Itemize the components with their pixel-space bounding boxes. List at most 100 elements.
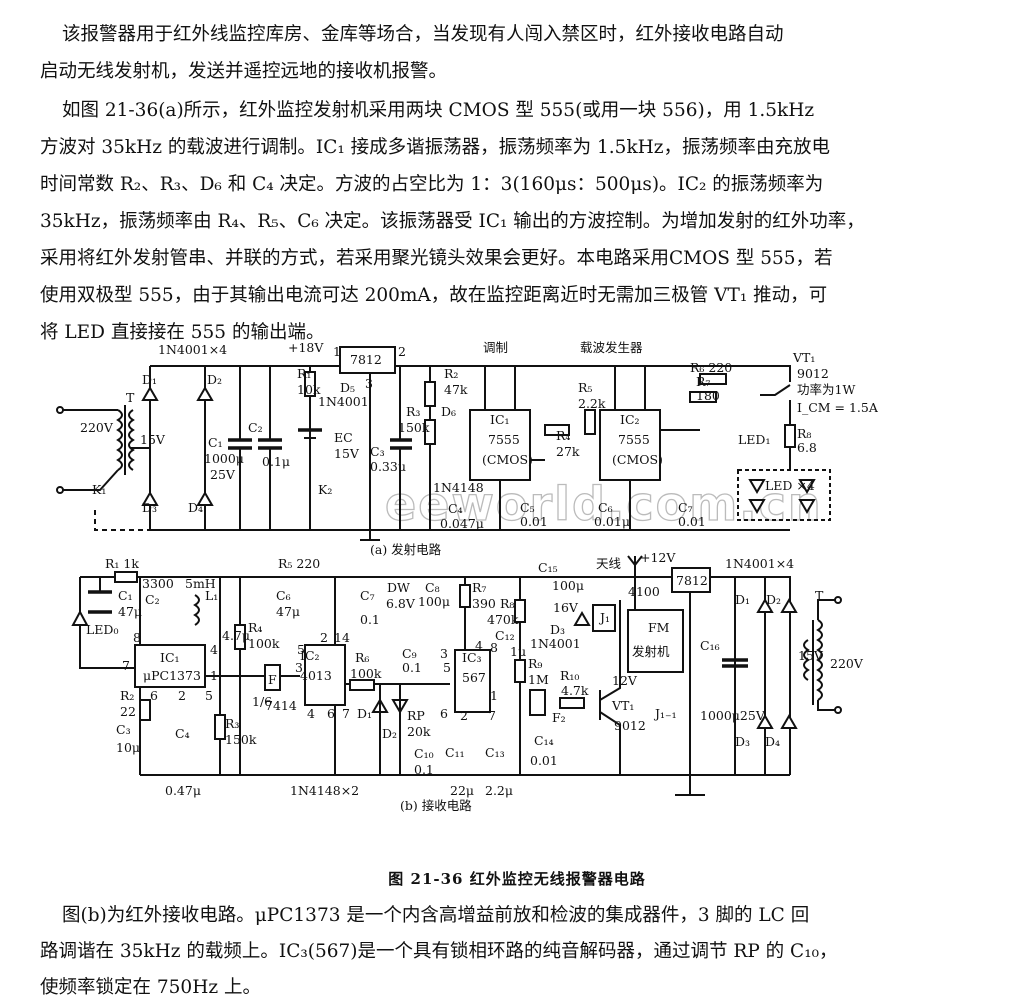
component-label: R₃ xyxy=(225,716,239,731)
transmitter-paragraph: 如图 21-36(a)所示，红外监控发射机采用两块 CMOS 型 555(或用一… xyxy=(40,92,1020,351)
component-label: C₁₃ xyxy=(485,745,505,760)
component-label: 2 xyxy=(178,688,186,703)
component-label: 25V xyxy=(210,467,236,482)
component-label: 功率为1W xyxy=(797,382,855,397)
component-label: I_CM = 1.5A xyxy=(797,400,879,415)
component-label: R₆ xyxy=(355,650,369,665)
component-label: 9012 xyxy=(797,366,829,381)
component-label: 47k xyxy=(444,382,468,397)
component-label: C₁ xyxy=(118,588,133,603)
component-label: F xyxy=(268,672,277,687)
component-label: R₆ 220 xyxy=(690,360,732,375)
component-label: 0.01 xyxy=(678,514,706,529)
component-label: J₁ xyxy=(598,610,610,625)
component-label: 7 xyxy=(122,658,130,673)
component-label: 9012 xyxy=(614,718,646,733)
component-label: C₇ xyxy=(360,588,375,603)
component-label: +12V xyxy=(640,550,676,565)
ic1-upc1373 xyxy=(134,644,206,688)
component-label: 7 xyxy=(488,708,496,723)
component-label: C₁₀ xyxy=(414,746,434,761)
component-label: 0.01μ xyxy=(594,514,630,529)
component-label: 6 xyxy=(440,706,448,721)
component-label: K₂ xyxy=(318,482,332,497)
component-label: (CMOS) xyxy=(612,452,663,467)
component-label: D₁ xyxy=(142,372,157,387)
component-label: 4013 xyxy=(300,668,332,683)
component-label: 150k xyxy=(398,420,430,435)
component-label: 1N4001 xyxy=(530,636,581,651)
component-label: D₄ xyxy=(765,734,780,749)
component-label: D₂ xyxy=(766,592,781,607)
component-label: 100μ xyxy=(552,578,584,593)
figure-caption: 图 21-36 红外监控无线报警器电路 xyxy=(388,870,646,888)
component-label: 2.2μ xyxy=(485,783,513,798)
component-label: R₇ xyxy=(472,580,486,595)
component-label: RP xyxy=(407,708,425,723)
component-label: (a) 发射电路 xyxy=(370,542,442,557)
component-label: C₁₆ xyxy=(700,638,720,653)
component-label: D₆ xyxy=(441,404,456,419)
component-label: 0.47μ xyxy=(165,783,201,798)
component-label: 1N4148×2 xyxy=(290,783,359,798)
component-label: 7 xyxy=(342,706,350,721)
component-label: 3 xyxy=(440,646,448,661)
watermark: eeworld.com.cn xyxy=(385,477,823,531)
component-label: R₅ 220 xyxy=(278,556,320,571)
component-label: 5 xyxy=(205,688,213,703)
component-label: 3300 xyxy=(142,576,174,591)
component-label: 20k xyxy=(407,724,431,739)
component-label: C₂ xyxy=(248,420,263,435)
component-label: R₈ xyxy=(797,426,811,441)
receiver-paragraph: 图(b)为红外接收电路。μPC1373 是一个内含高增益前放和检波的集成器件，3… xyxy=(40,898,1020,1006)
text-line: 时间常数 R₂、R₃、D₆ 和 C₄ 决定。方波的占空比为 1：3(160μs：… xyxy=(40,174,824,195)
component-label: 1μ xyxy=(510,644,526,659)
component-label: IC₁ xyxy=(160,650,180,665)
component-label: μPC1373 xyxy=(143,668,201,683)
component-label: DW xyxy=(387,580,410,595)
component-label: C₂ xyxy=(145,592,160,607)
component-label: VT₁ xyxy=(792,350,815,365)
component-label: R₁ 1k xyxy=(105,556,139,571)
component-label: D₂ xyxy=(207,372,222,387)
component-label: 2 xyxy=(398,344,406,359)
component-label: 2 xyxy=(320,630,328,645)
component-label: D₅ xyxy=(340,380,355,395)
ic3-567 xyxy=(454,649,491,713)
component-label: 8 xyxy=(133,630,141,645)
component-label: 0.1 xyxy=(360,612,380,627)
component-label: D₃ xyxy=(142,500,157,515)
component-label: 4 xyxy=(210,642,218,657)
component-label: R₉ xyxy=(528,656,542,671)
intro-paragraph: 该报警器用于红外线监控库房、金库等场合，当发现有人闯入禁区时，红外接收电路自动 … xyxy=(40,16,1020,90)
component-label: D₁ xyxy=(735,592,750,607)
receiver-labels: R₁ 1k3300C₂5mHL₁C₁47μLED₀87IC₁μPC1373416… xyxy=(86,550,864,813)
component-label: 6 xyxy=(150,688,158,703)
component-label: 3 xyxy=(365,376,373,391)
text-line: 启动无线发射机，发送并遥控远地的接收机报警。 xyxy=(40,61,448,82)
component-label: 15V xyxy=(798,648,824,663)
component-label: C₇ xyxy=(678,500,693,515)
component-label: R₁ xyxy=(297,366,311,381)
component-label: 2 xyxy=(460,708,468,723)
component-label: D₃ xyxy=(735,734,750,749)
component-label: 5 xyxy=(297,642,305,657)
component-label: J₁₋₁ xyxy=(653,706,677,721)
component-label: FM xyxy=(648,620,670,635)
component-label: 0.1 xyxy=(402,660,422,675)
component-label: LED₁ xyxy=(738,432,770,447)
component-label: 100k xyxy=(248,636,280,651)
component-label: 2.2k xyxy=(578,396,606,411)
component-label: C₄ xyxy=(175,726,190,741)
component-label: 1N4001×4 xyxy=(158,342,227,357)
component-label: 7555 xyxy=(618,432,650,447)
component-label: R₁₀ xyxy=(560,668,579,683)
component-label: C₅ xyxy=(520,500,535,515)
component-label: C₈ xyxy=(425,580,440,595)
component-label: 10μ xyxy=(116,740,140,755)
component-label: LED ×4 xyxy=(765,478,815,493)
text-line: 使频率锁定在 750Hz 上。 xyxy=(40,977,261,998)
component-label: R₄ xyxy=(248,620,262,635)
